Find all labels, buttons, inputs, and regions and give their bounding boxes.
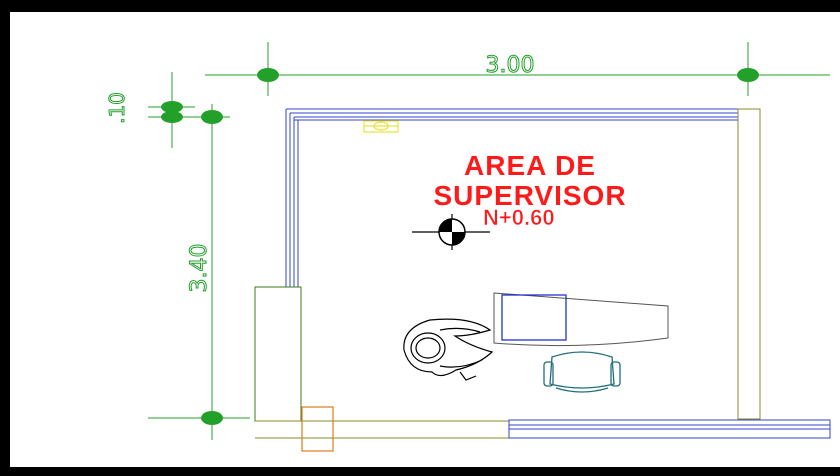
wall-window-left xyxy=(285,109,299,287)
dimension-small-label: .10 xyxy=(105,92,129,124)
drawing-sheet xyxy=(10,12,840,467)
wall-right xyxy=(737,108,761,420)
level-label: N+0.60 xyxy=(483,205,555,230)
wall-window-bottom xyxy=(508,419,831,439)
dimension-markers xyxy=(161,68,759,425)
dimension-height-label: 3.40 xyxy=(187,244,212,293)
person-icon xyxy=(403,318,494,381)
ceiling-light-icon xyxy=(363,120,399,133)
room-name-line2: SUPERVISOR xyxy=(433,180,626,211)
desk-icon xyxy=(493,292,669,347)
wall-bottom xyxy=(255,420,509,439)
monitor-icon xyxy=(501,294,567,341)
level-marker-icon xyxy=(412,214,490,250)
door-frame xyxy=(301,406,334,452)
room-name-line1: AREA DE xyxy=(464,150,596,181)
chair-icon xyxy=(543,351,621,393)
wall-window-top xyxy=(286,108,738,121)
dimension-width-label: 3.00 xyxy=(486,53,535,78)
